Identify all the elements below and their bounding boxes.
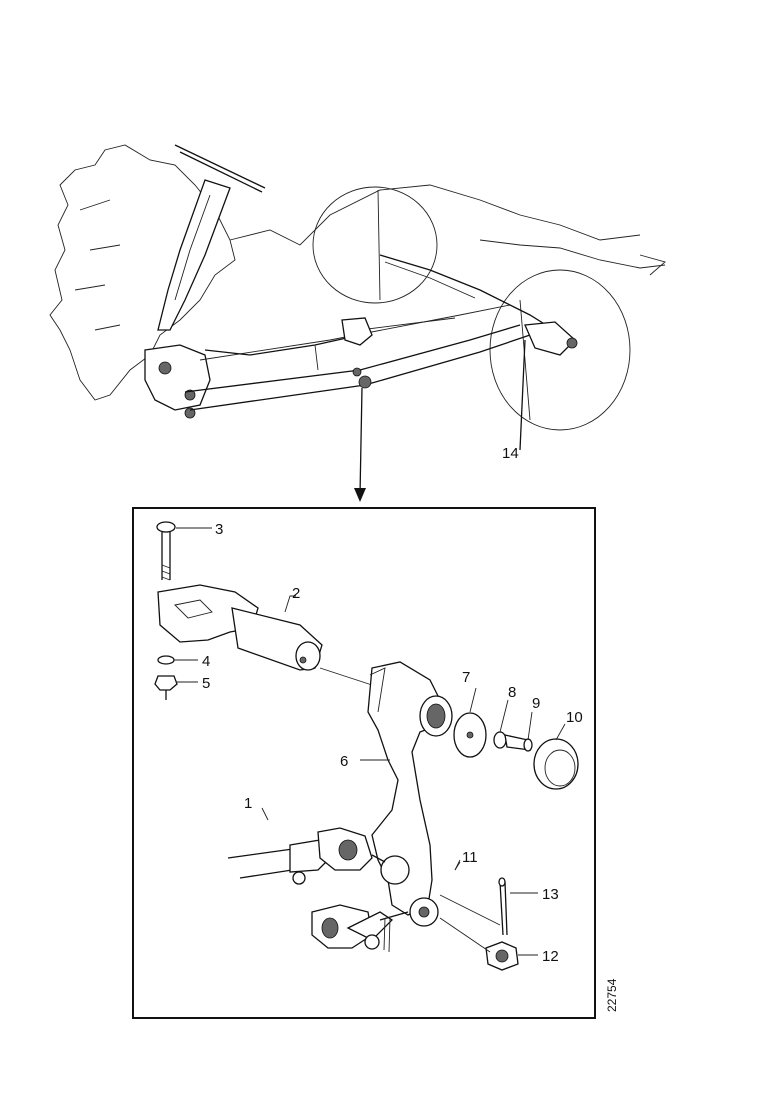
- callout-6: 6: [340, 753, 348, 770]
- callout-11: 11: [462, 849, 478, 866]
- detail-frame: [132, 507, 596, 1019]
- callout-12: 12: [542, 948, 559, 965]
- callout-14: 14: [502, 445, 519, 462]
- callout-3: 3: [215, 521, 223, 538]
- exploded-view: [154, 521, 579, 971]
- callout-2: 2: [292, 585, 300, 602]
- callout-4: 4: [202, 653, 210, 670]
- callout-1: 1: [244, 795, 252, 812]
- detail-connector: [354, 387, 366, 502]
- chassis-overview: [49, 144, 666, 451]
- callout-13: 13: [542, 886, 559, 903]
- callout-5: 5: [202, 675, 210, 692]
- callout-8: 8: [508, 684, 516, 701]
- figure-number: 22754: [605, 978, 619, 1012]
- callout-leaders: [174, 527, 566, 956]
- callout-7: 7: [462, 669, 470, 686]
- callout-10: 10: [566, 709, 583, 726]
- callout-9: 9: [532, 695, 540, 712]
